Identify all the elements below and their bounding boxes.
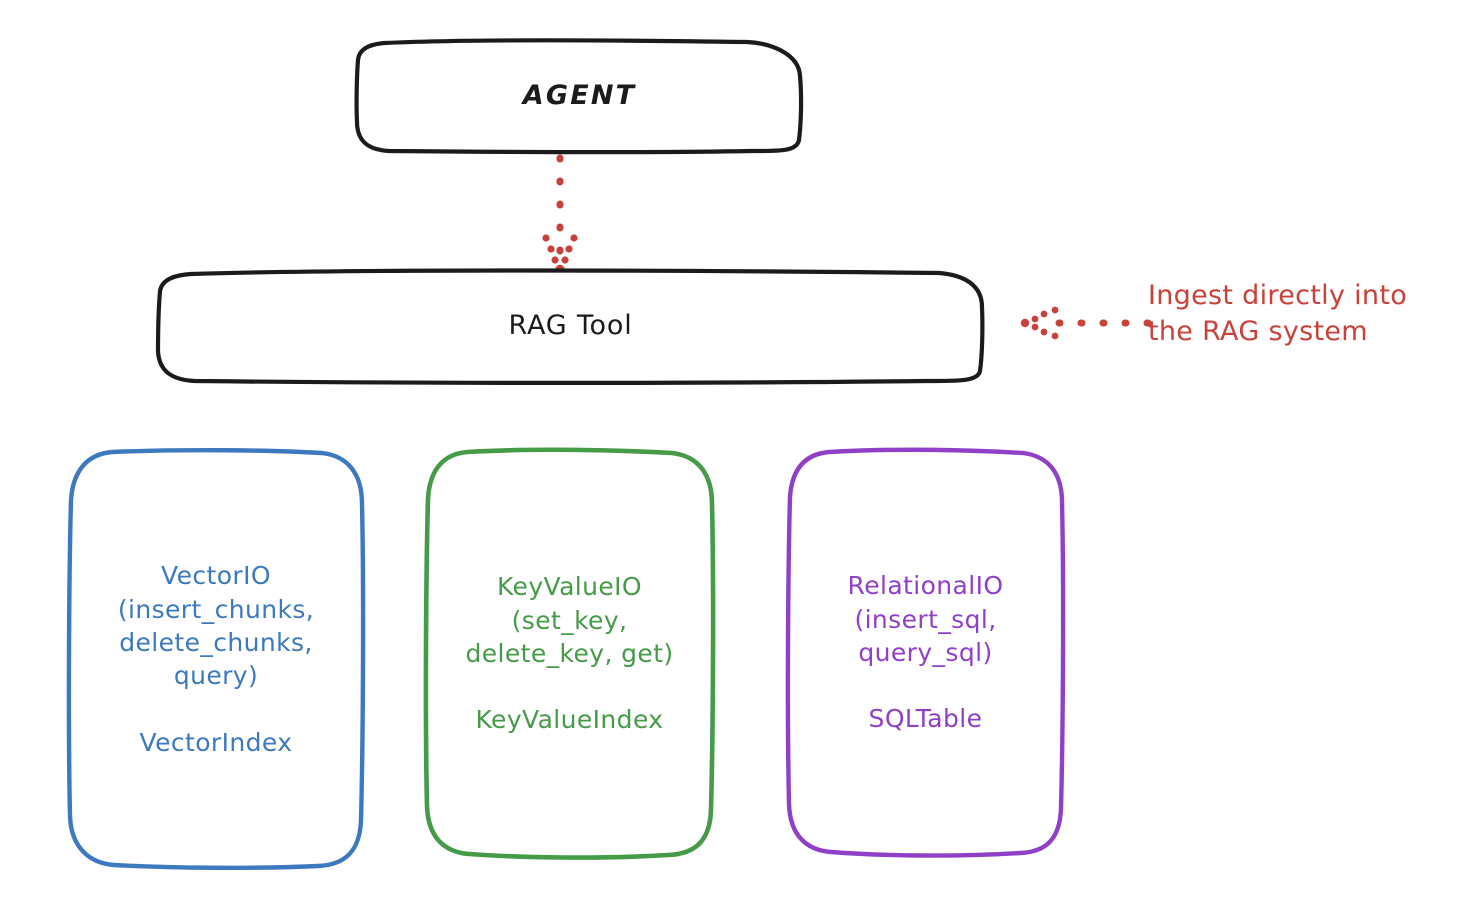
agent-label: AGENT xyxy=(522,80,637,112)
key-value-io-node[interactable]: KeyValueIO (set_key, delete_key, get) Ke… xyxy=(423,447,716,860)
agent-to-rag-tool-connector xyxy=(542,154,578,274)
ingest-arrow-connector xyxy=(1020,306,1152,340)
agent-node[interactable]: AGENT xyxy=(354,38,804,155)
key-value-io-label: KeyValueIO (set_key, delete_key, get) Ke… xyxy=(465,572,674,735)
vector-io-label: VectorIO (insert_chunks, delete_chunks, … xyxy=(117,561,315,757)
arrowhead-left-icon xyxy=(1020,306,1059,340)
rag-tool-node[interactable]: RAG Tool xyxy=(155,268,985,385)
vector-io-node[interactable]: VectorIO (insert_chunks, delete_chunks, … xyxy=(66,447,366,871)
relational-io-node[interactable]: RelationalIO (insert_sql, query_sql) SQL… xyxy=(785,447,1066,858)
rag-tool-label: RAG Tool xyxy=(508,310,633,342)
arrowhead-down-icon xyxy=(542,234,578,274)
ingest-annotation: Ingest directly into the RAG system xyxy=(1148,280,1408,347)
relational-io-label: RelationalIO (insert_sql, query_sql) SQL… xyxy=(847,571,1004,734)
